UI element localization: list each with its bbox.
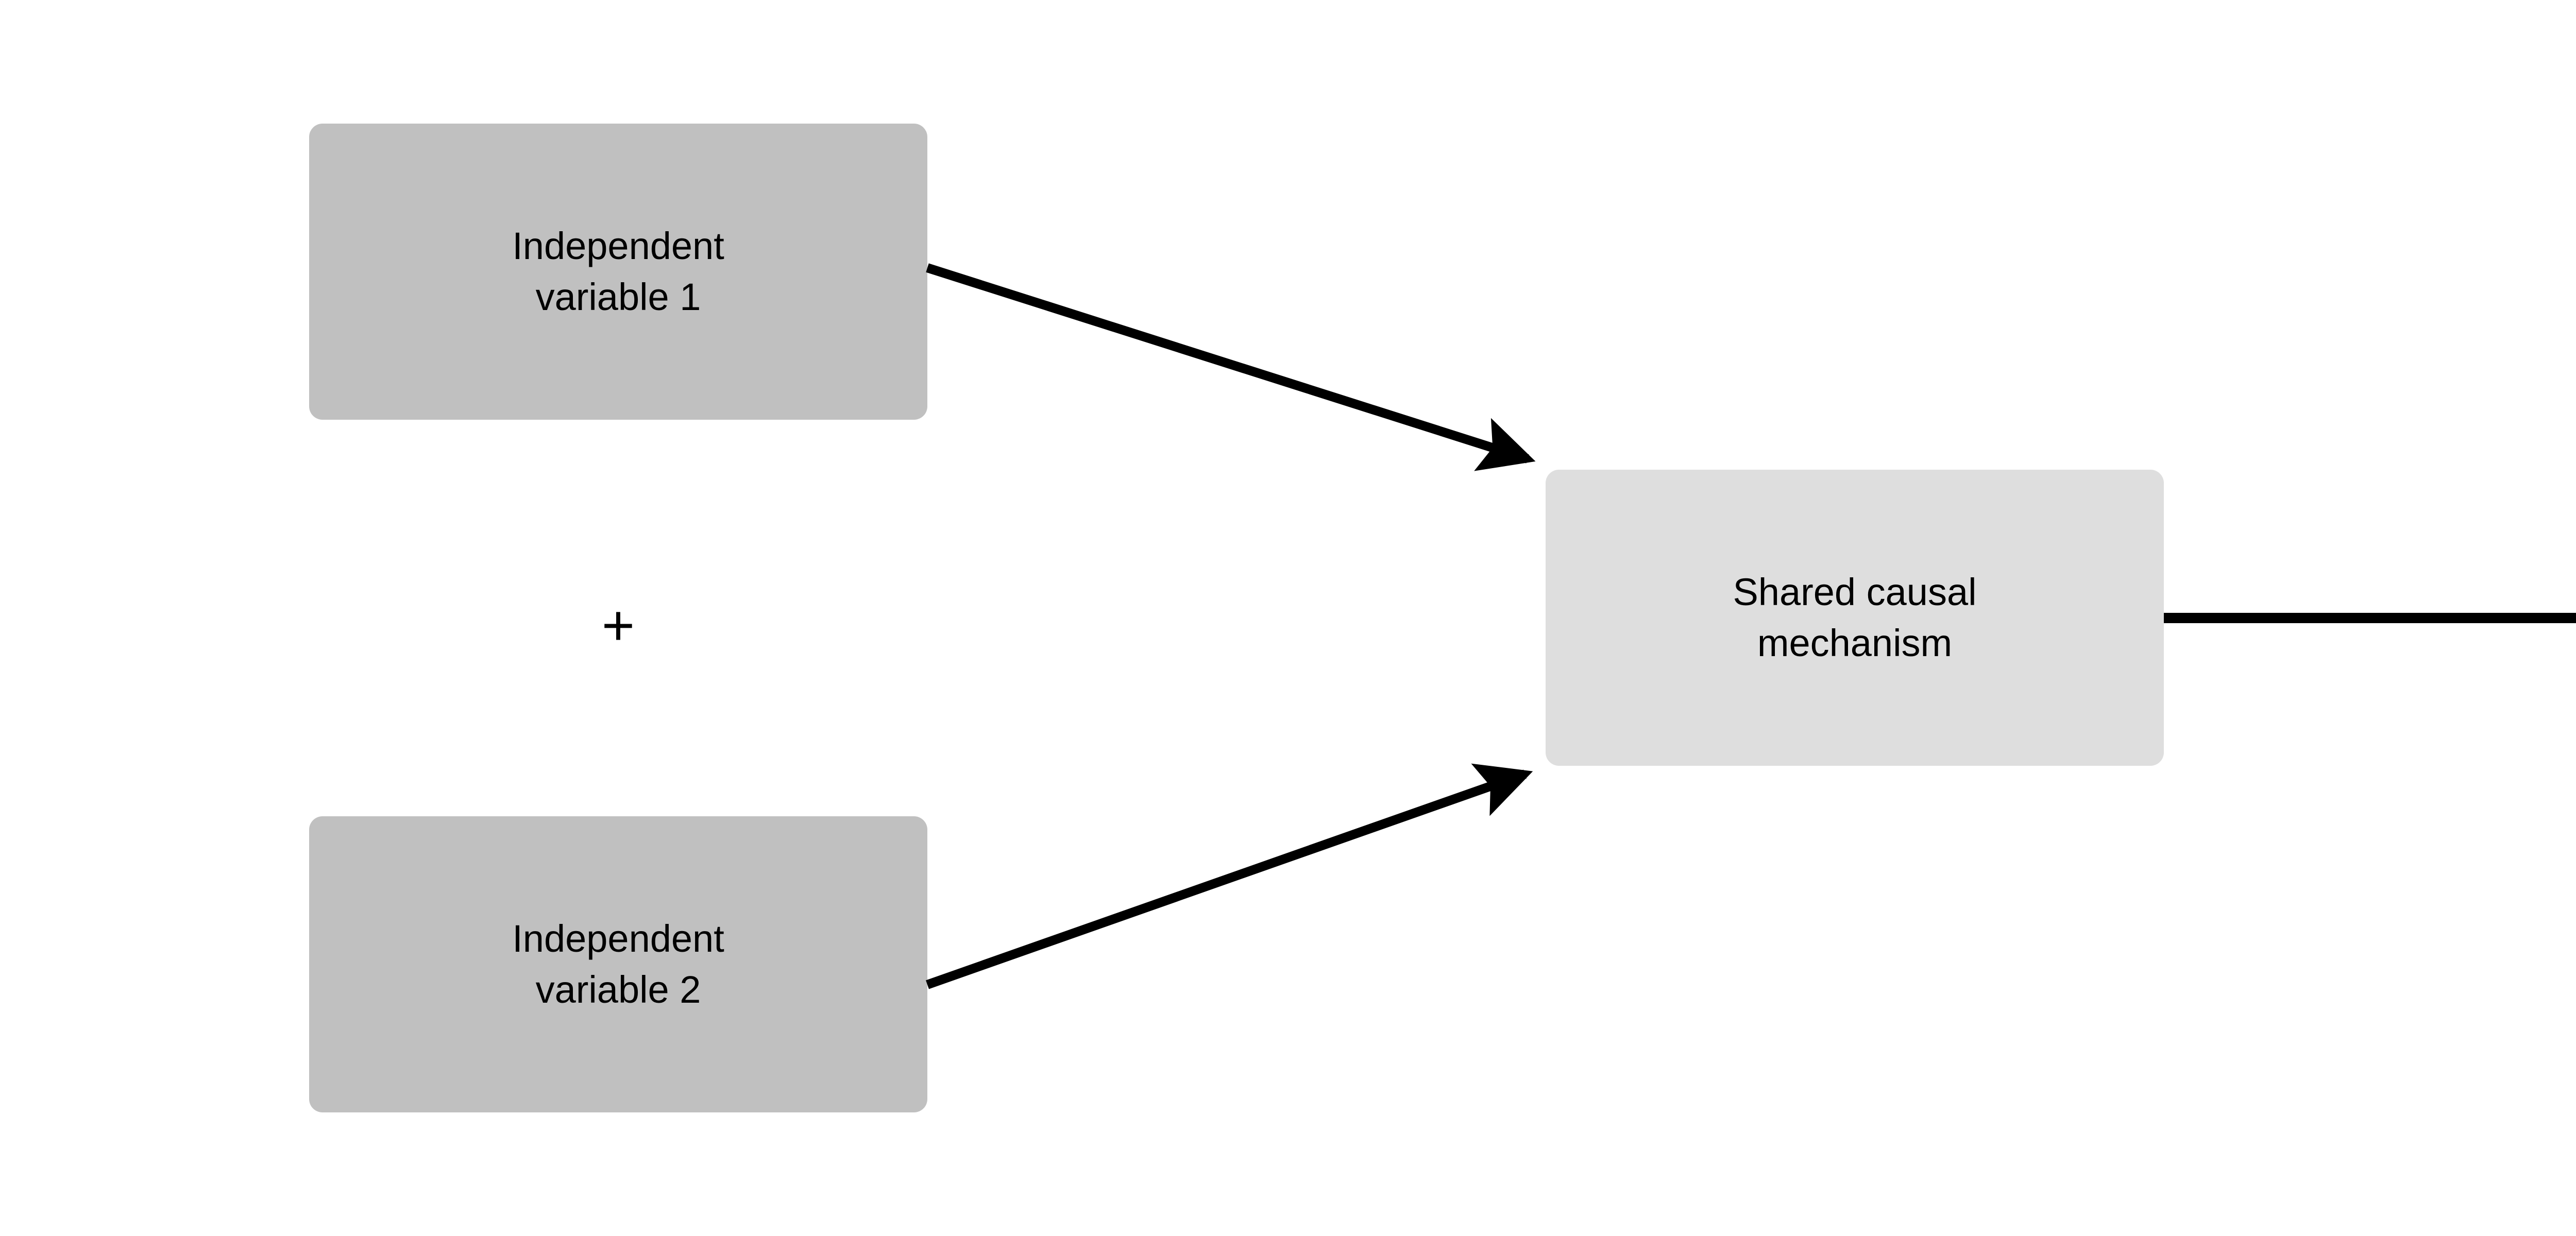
node-box-independent-variable-1[interactable] [309,124,927,420]
node-box-independent-variable-2[interactable] [309,816,927,1112]
node-box-shared-causal-mechanism[interactable] [1546,470,2164,766]
arrow-independent-variable-1-to-shared-causal-mechanism [926,263,1536,471]
plus-operator-symbol: + [601,594,635,657]
arrow-independent-variable-2-to-shared-causal-mechanism [926,763,1533,989]
